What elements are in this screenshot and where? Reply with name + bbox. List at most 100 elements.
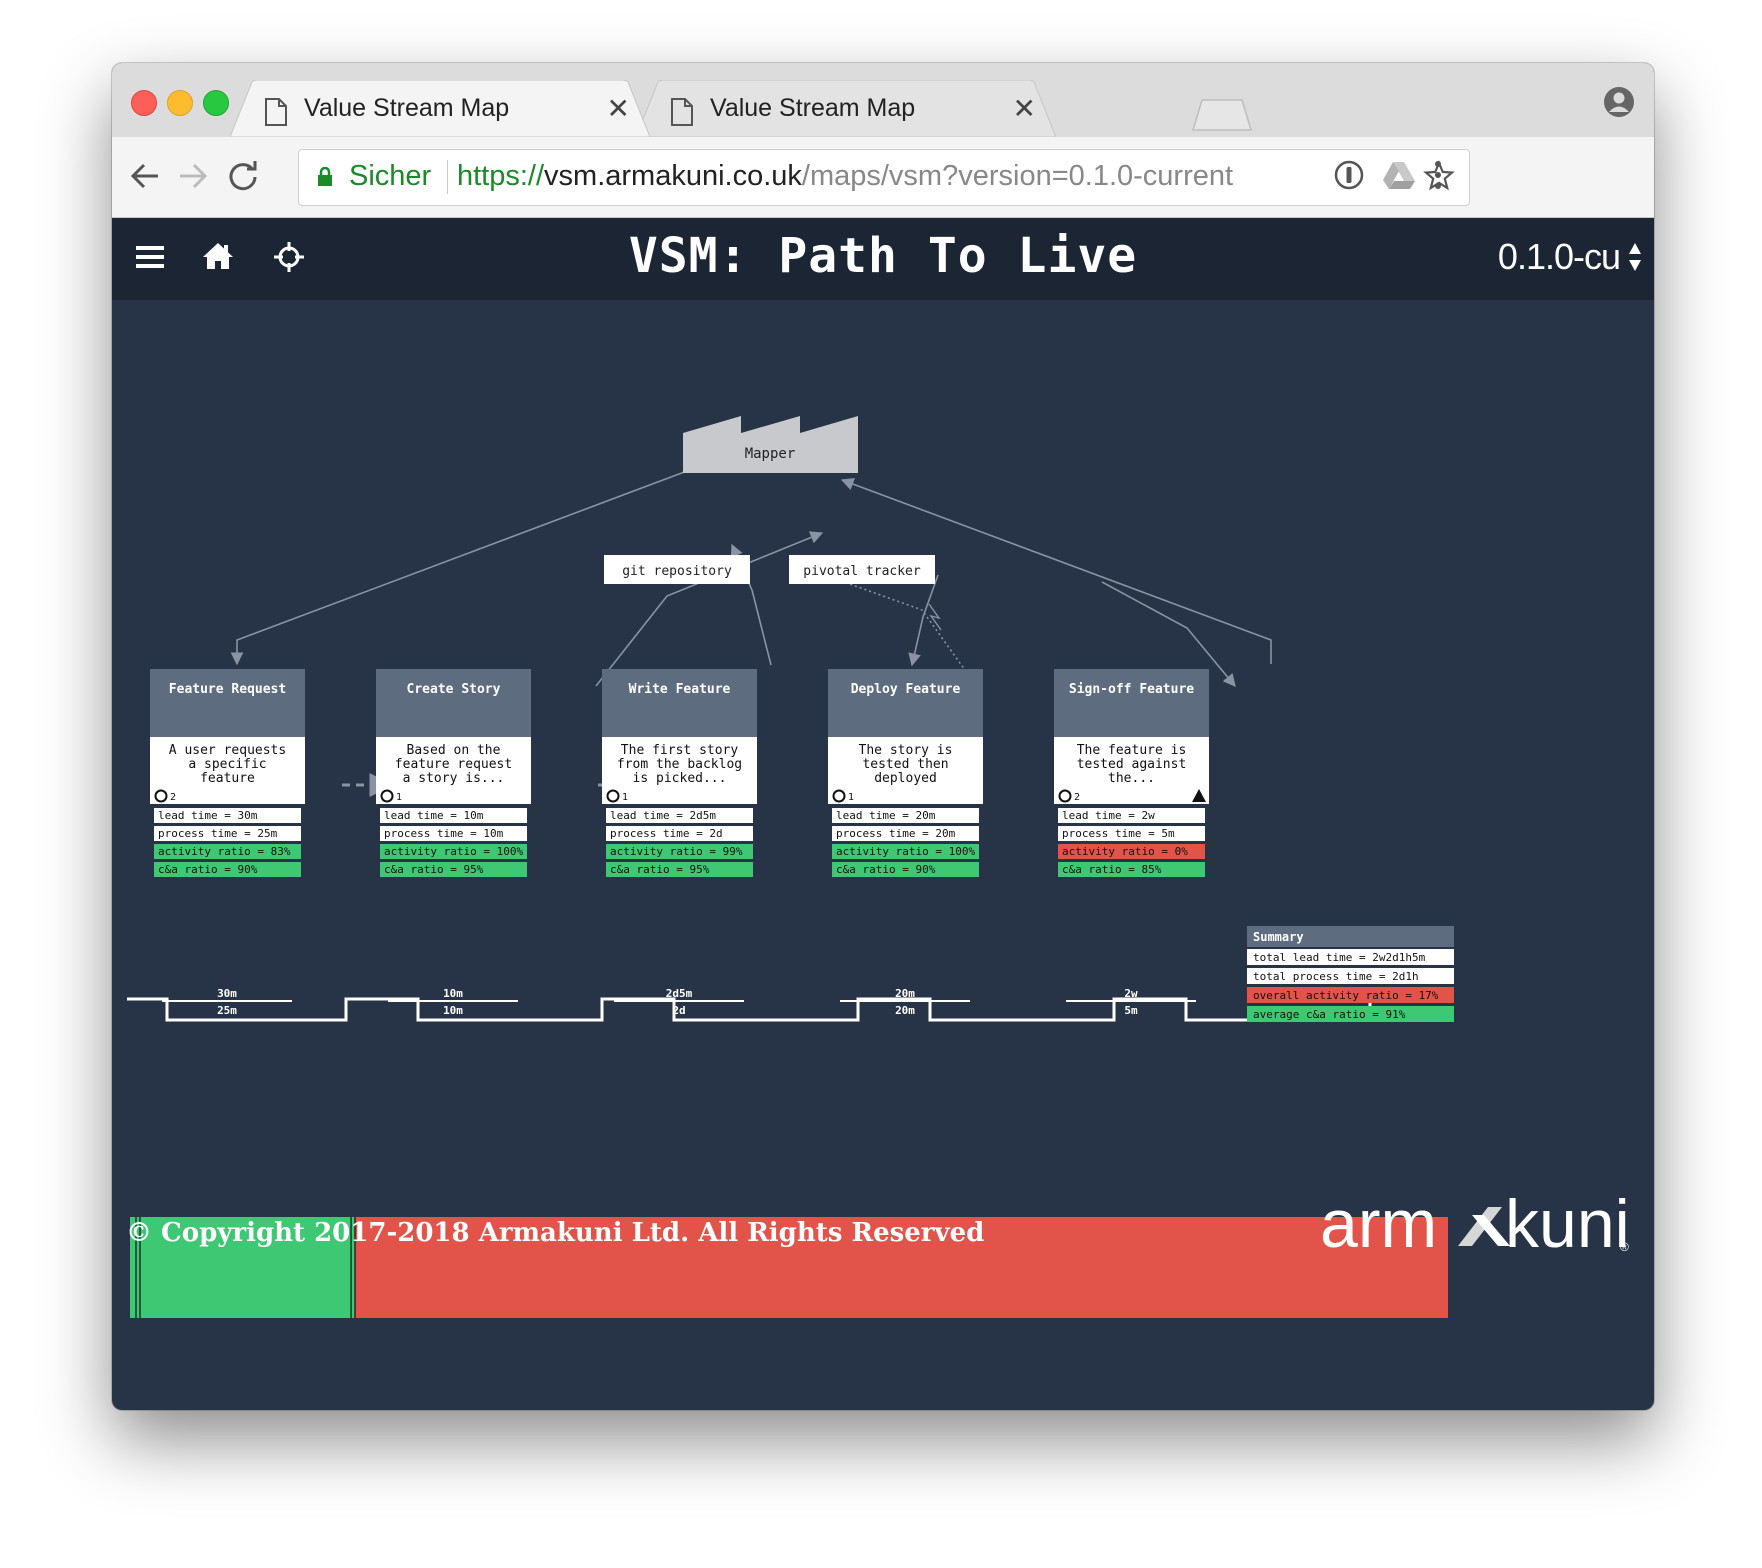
metric-row	[380, 844, 527, 859]
home-icon[interactable]	[202, 242, 234, 270]
metric-row	[154, 826, 301, 841]
process-title: Feature Request	[169, 682, 286, 697]
close-tab-icon[interactable]: ✕	[1012, 93, 1036, 124]
app-header: VSM: Path To Live 0.1.0-cu	[112, 218, 1654, 300]
logo-text-right: kuni	[1505, 1191, 1630, 1261]
process-header	[1054, 669, 1209, 737]
tool-pivotal-tracker[interactable]: pivotal tracker	[789, 555, 935, 584]
select-arrows-icon[interactable]	[1628, 242, 1642, 272]
mapper-label: Mapper	[745, 446, 796, 462]
metric-label: lead time = 30m	[158, 809, 258, 822]
metric-row	[832, 826, 979, 841]
metric-label: lead time = 2w	[1062, 809, 1155, 822]
tool-git-repository[interactable]: git repository	[604, 555, 750, 584]
browser-window: Value Stream Map ✕ Value Stream Map ✕	[112, 63, 1654, 1410]
summary-row	[1247, 1006, 1454, 1022]
metric-row	[380, 826, 527, 841]
drive-extension-icon[interactable]	[1382, 159, 1416, 191]
summary-row	[1247, 968, 1454, 984]
people-icon	[380, 789, 394, 803]
metric-row	[1058, 862, 1205, 877]
address-separator	[447, 160, 448, 194]
metric-row	[154, 844, 301, 859]
process-title: Write Feature	[629, 682, 731, 697]
tab-value-stream-map-active[interactable]: Value Stream Map ✕	[230, 80, 650, 137]
metric-label: c&a ratio = 95%	[384, 863, 484, 876]
new-tab-button[interactable]	[1192, 99, 1252, 131]
active-time-bar	[130, 1217, 355, 1318]
people-count: 1	[848, 792, 854, 803]
process-description-line: from the backlog	[617, 757, 742, 772]
url-text: https://vsm.armakuni.co.uk/maps/vsm?vers…	[457, 160, 1233, 193]
forward-arrow-icon[interactable]	[176, 159, 210, 193]
metric-label: c&a ratio = 85%	[1062, 863, 1162, 876]
tab-shape	[636, 80, 1056, 137]
summary-label: total process time = 2d1h	[1253, 970, 1419, 983]
people-count: 2	[1074, 792, 1080, 803]
people-icon	[606, 789, 620, 803]
mapper-node[interactable]: Mapper	[683, 416, 858, 473]
back-arrow-icon[interactable]	[128, 159, 162, 193]
tab-shape	[230, 80, 650, 137]
profile-icon[interactable]	[1602, 85, 1636, 119]
value-stream-map: Mapper git repository pivotal tracker Fe…	[127, 416, 1454, 1318]
factory-icon	[683, 416, 858, 473]
metric-row	[380, 808, 527, 823]
metric-label: process time = 25m	[158, 827, 278, 840]
crosshair-icon[interactable]	[274, 242, 304, 272]
process-description-line: tested against	[1077, 757, 1187, 772]
process-title: Create Story	[407, 682, 501, 697]
bookmark-star-icon[interactable]	[1423, 160, 1455, 192]
timeline-line	[127, 997, 1402, 1022]
connection-lines	[230, 467, 1272, 693]
browser-menu-icon[interactable]	[1432, 159, 1444, 191]
tab-strip: Value Stream Map ✕ Value Stream Map ✕	[112, 63, 1654, 137]
timeline-process-label: 5m	[1124, 1004, 1138, 1017]
url-host: vsm.armakuni.co.uk	[544, 160, 802, 192]
password-manager-icon[interactable]	[1333, 159, 1365, 191]
address-bar[interactable]: Sicher https://vsm.armakuni.co.uk/maps/v…	[298, 149, 1470, 206]
reload-icon[interactable]	[226, 159, 260, 193]
people-icon	[832, 789, 846, 803]
process-description-line: feature request	[395, 757, 512, 772]
metric-row	[606, 844, 753, 859]
close-tab-icon[interactable]: ✕	[606, 93, 630, 124]
tab-value-stream-map[interactable]: Value Stream Map ✕	[636, 80, 1056, 137]
metric-row	[832, 862, 979, 877]
process-description-box	[376, 737, 531, 804]
hamburger-icon[interactable]	[136, 245, 164, 269]
tool-label: pivotal tracker	[803, 564, 921, 579]
summary-label: total lead time = 2w2d1h5m	[1253, 951, 1426, 964]
process-description-line: A user requests	[169, 743, 286, 758]
process-header	[828, 669, 983, 737]
metric-label: process time = 2d	[610, 827, 723, 840]
logo-registered: ®	[1620, 1240, 1629, 1254]
maximize-window-button[interactable]	[203, 90, 229, 116]
metric-label: lead time = 2d5m	[610, 809, 716, 822]
process-description-box	[1054, 737, 1209, 804]
process-description-box	[602, 737, 757, 804]
summary-label: overall activity ratio = 17%	[1253, 989, 1439, 1002]
metric-row	[832, 844, 979, 859]
process-title: Sign-off Feature	[1069, 682, 1194, 697]
lock-icon	[318, 167, 332, 186]
warning-icon	[1192, 789, 1206, 802]
url-scheme: https://	[457, 160, 545, 192]
logo-mark	[1458, 1207, 1502, 1246]
people-count: 2	[170, 792, 176, 803]
secure-label: Sicher	[349, 160, 432, 192]
metric-label: activity ratio = 0%	[1062, 845, 1188, 858]
close-window-button[interactable]	[131, 90, 157, 116]
version-select[interactable]: 0.1.0-cu	[1497, 236, 1621, 277]
armakuni-logo: arm kuni ®	[1320, 1186, 1640, 1266]
minimize-window-button[interactable]	[167, 90, 193, 116]
process-description-line: the...	[1108, 771, 1155, 786]
